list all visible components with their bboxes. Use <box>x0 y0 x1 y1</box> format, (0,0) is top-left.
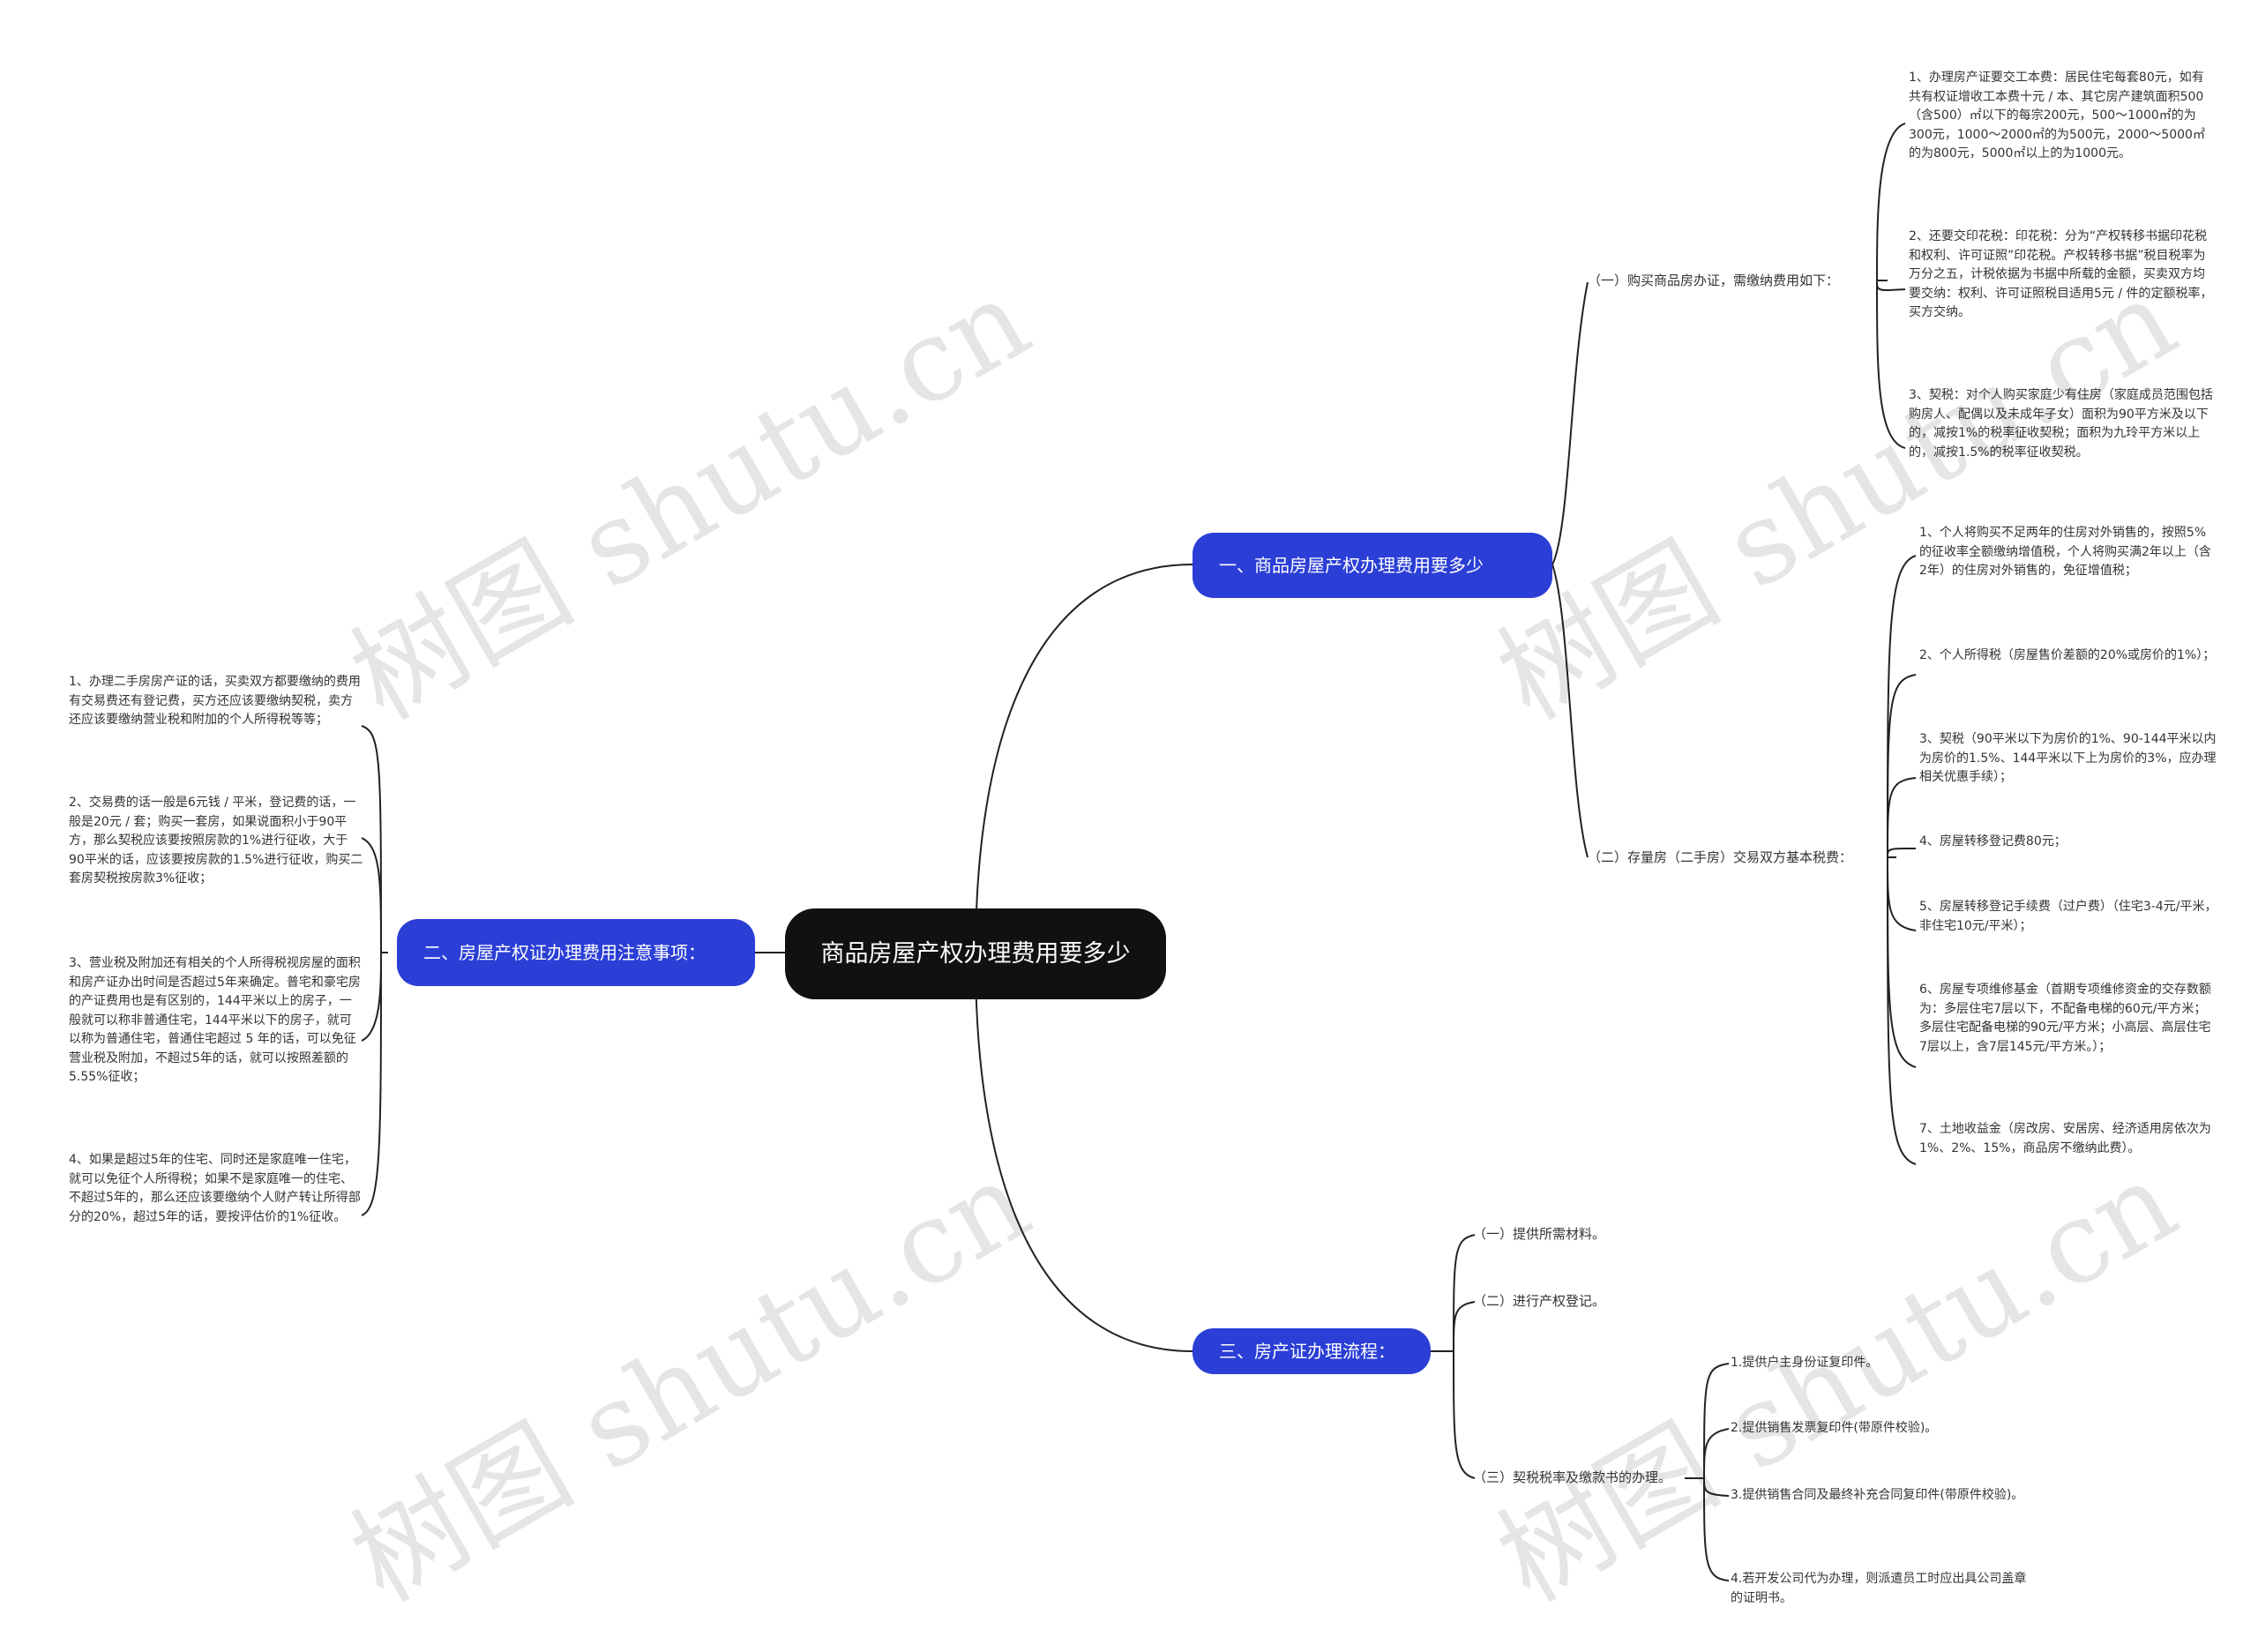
leaf-item[interactable]: 6、房屋专项维修基金（首期专项维修资金的交存数额为：多层住宅7层以下，不配备电梯… <box>1919 983 2211 1054</box>
connector <box>361 725 382 953</box>
connector <box>975 564 1193 958</box>
leaf-item[interactable]: 4、如果是超过5年的住宅、同时还是家庭唯一住宅，就可以免征个人所得税；如果不是家… <box>69 1153 361 1224</box>
sub-node-deed-tax[interactable]: （三）契税税率及缴款书的办理。 <box>1473 1469 1672 1485</box>
connector <box>361 952 382 1042</box>
sub-node-materials[interactable]: （一）提供所需材料。 <box>1473 1226 1606 1242</box>
connector <box>1876 280 1906 291</box>
leaf-item[interactable]: 2、个人所得税（房屋售价差额的20%或房价的1%）； <box>1919 648 2216 662</box>
connector <box>1453 1301 1476 1352</box>
leaf-item[interactable]: 2、交易费的话一般是6元钱 / 平米，登记费的话，一般是20元 / 套；购买一套… <box>69 796 363 886</box>
leaf-item[interactable]: 4、房屋转移登记费80元； <box>1919 834 2067 848</box>
connector <box>1887 777 1917 858</box>
connector <box>1887 856 1917 1068</box>
connector <box>1887 856 1917 931</box>
leaf-item[interactable]: 2、还要交印花税：印花税：分为“产权转移书据印花税和权利、许可证照”印花税。产权… <box>1909 229 2213 319</box>
leaf-item[interactable]: 4.若开发公司代为办理，则派遣员工时应出具公司盖章的证明书。 <box>1731 1572 2027 1605</box>
leaf-item[interactable]: 1.提供户主身份证复印件。 <box>1731 1356 1879 1370</box>
sub-node-new-house-fees[interactable]: （一）购买商品房办证，需缴纳费用如下： <box>1588 273 1840 288</box>
sub-node-registration[interactable]: （二）进行产权登记。 <box>1473 1293 1606 1309</box>
leaf-item[interactable]: 1、个人将购买不足两年的住房对外销售的，按照5%的征收率全额缴纳增值税，个人将购… <box>1919 526 2211 578</box>
connector <box>1703 1428 1730 1479</box>
connector <box>1453 1350 1476 1479</box>
sub-node-second-hand-fees[interactable]: （二）存量房（二手房）交易双方基本税费： <box>1588 849 1853 865</box>
leaf-item[interactable]: 3、营业税及附加还有相关的个人所得税视房屋的面积和房产证办出时间是否超过5年来确… <box>69 956 361 1084</box>
connector <box>1887 674 1917 858</box>
connector <box>1876 280 1906 449</box>
leaf-item[interactable]: 5、房屋转移登记手续费（过户费）（住宅3-4元/平米，非住宅10元/平米）； <box>1919 900 2217 933</box>
connector <box>1703 1477 1730 1581</box>
connector <box>361 952 382 1216</box>
leaf-item[interactable]: 1、办理二手房房产证的话，买卖双方都要缴纳的费用有交易费还有登记费，买方还应该要… <box>69 675 361 727</box>
branch-node-notes[interactable]: 二、房屋产权证办理费用注意事项： <box>397 919 755 986</box>
branch-node-process[interactable]: 三、房产证办理流程： <box>1193 1328 1431 1374</box>
leaf-item[interactable]: 1、办理房产证要交工本费：居民住宅每套80元，如有共有权证增收工本费十元 / 本… <box>1909 71 2205 161</box>
connector <box>361 837 382 953</box>
branch-node-fees[interactable]: 一、商品房屋产权办理费用要多少 <box>1193 533 1552 598</box>
connector <box>975 956 1193 1352</box>
leaf-item[interactable]: 3.提供销售合同及最终补充合同复印件(带原件校验)。 <box>1731 1488 2024 1502</box>
connector <box>1887 848 1917 858</box>
connector <box>1703 1477 1730 1497</box>
leaf-item[interactable]: 2.提供销售发票复印件(带原件校验)。 <box>1731 1421 1938 1435</box>
connector <box>1876 123 1906 281</box>
root-node[interactable]: 商品房屋产权办理费用要多少 <box>785 908 1166 999</box>
connector <box>1703 1363 1730 1479</box>
connector <box>1887 856 1917 1165</box>
connector <box>1551 564 1589 858</box>
leaf-item[interactable]: 3、契税：对个人购买家庭少有住房（家庭成员范围包括购房人、配偶以及未成年子女）面… <box>1909 388 2213 460</box>
connector <box>1551 281 1589 565</box>
leaf-item[interactable]: 7、土地收益金（房改房、安居房、经济适用房依次为1%、2%、15%，商品房不缴纳… <box>1919 1122 2211 1155</box>
leaf-item[interactable]: 3、契税（90平米以下为房价的1%、90-144平米以内为房价的1.5%、144… <box>1919 732 2217 784</box>
connector <box>1453 1234 1476 1352</box>
